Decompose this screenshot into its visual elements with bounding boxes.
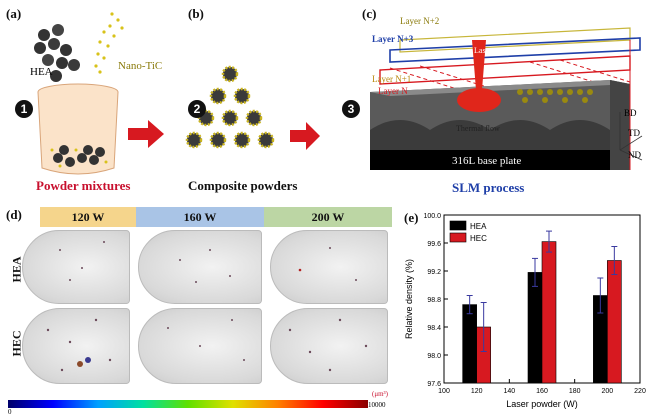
panel-a-label: (a) xyxy=(6,6,22,21)
powder-mixture-illustration xyxy=(34,12,164,175)
pore-dots xyxy=(46,241,368,372)
layer-n1-tag: Layer N+1 xyxy=(372,74,412,84)
legend-swatch-hec xyxy=(449,232,467,243)
bar-hec xyxy=(607,260,622,384)
composite-particle xyxy=(221,109,239,127)
bar-hea xyxy=(527,272,543,384)
x-axis-label: Laser powder (W) xyxy=(506,399,578,409)
x-tick-label: 140 xyxy=(503,388,515,395)
header-160w: 160 W xyxy=(136,207,264,227)
slm-process-illustration xyxy=(370,27,643,170)
ct-sample-hec-200w xyxy=(270,308,388,384)
colorbar xyxy=(8,400,368,408)
ct-sample-hea-200w xyxy=(270,230,388,304)
caption-composite-powders: Composite powders xyxy=(188,178,298,193)
step-3-badge: 3 xyxy=(342,100,360,118)
x-tick-label: 120 xyxy=(471,388,483,395)
composite-particle xyxy=(233,87,251,105)
composite-particle-pyramid xyxy=(185,65,275,149)
bar-hec xyxy=(541,241,557,384)
y-tick-label: 99.6 xyxy=(427,241,441,248)
x-tick-label: 160 xyxy=(536,388,548,395)
legend-label-hec: HEC xyxy=(470,234,487,243)
y-tick-label: 100.0 xyxy=(423,213,441,220)
panel-d-label: (d) xyxy=(6,207,22,222)
ct-sample-hec-120w xyxy=(22,308,130,384)
step-1-badge: 1 xyxy=(15,100,33,118)
arrow-b-to-c xyxy=(290,122,320,150)
thermal-flow-tag: Thermal flow xyxy=(456,124,500,133)
y-axis-label: Relative density (%) xyxy=(404,259,414,339)
layer-n-tag: Layer N xyxy=(378,86,408,96)
panel-e-label: (e) xyxy=(404,210,419,225)
arrow-a-to-b xyxy=(128,120,164,148)
y-tick-label: 99.2 xyxy=(427,269,441,276)
laser-tag: Laser xyxy=(474,46,492,55)
layer-n2-tag: Layer N+2 xyxy=(400,16,440,26)
y-tick-label: 98.4 xyxy=(427,325,441,332)
composite-particle xyxy=(245,109,263,127)
panel-b-label: (b) xyxy=(188,6,204,21)
step-2-badge: 2 xyxy=(188,100,206,118)
colorbar-min: 0 xyxy=(8,408,12,416)
ct-sample-hea-120w xyxy=(22,230,130,304)
caption-powder-mixtures: Powder mixtures xyxy=(36,178,131,193)
caption-slm-process: SLM process xyxy=(452,180,525,195)
y-tick-label: 97.6 xyxy=(427,381,441,388)
header-120w: 120 W xyxy=(40,207,136,227)
nd-tag: ND xyxy=(628,150,641,160)
hea-particles xyxy=(34,24,80,82)
header-200w: 200 W xyxy=(264,207,392,227)
composite-particle xyxy=(221,65,239,83)
composite-powders-illustration xyxy=(185,65,320,150)
ct-sample-hea-160w xyxy=(138,230,262,304)
nano-tic-tag: Nano-TiC xyxy=(118,60,163,72)
colorbar-max: 10000 xyxy=(368,401,386,409)
laser-beam xyxy=(472,40,486,90)
composite-particle xyxy=(209,87,227,105)
y-tick-label: 98.8 xyxy=(427,297,441,304)
composite-particle xyxy=(257,131,275,149)
relative-density-chart: 97.6 98.0 98.4 98.8 99.2 99.6 100.0 100 120 140 16… xyxy=(404,213,646,409)
legend-label-hea: HEA xyxy=(470,222,487,231)
composite-particle xyxy=(233,131,251,149)
layer-n3-tag: Layer N+3 xyxy=(372,34,414,44)
legend-swatch-hea xyxy=(449,220,467,231)
hea-tag: HEA xyxy=(30,66,53,78)
composite-particle xyxy=(209,131,227,149)
y-tick-label: 98.0 xyxy=(427,353,441,360)
beaker xyxy=(37,83,119,175)
x-tick-label: 100 xyxy=(438,388,450,395)
x-tick-label: 200 xyxy=(601,388,613,395)
base-plate-tag: 316L base plate xyxy=(452,155,522,167)
bd-tag: BD xyxy=(624,108,637,118)
colorbar-unit: (μm³) xyxy=(372,390,388,398)
x-tick-label: 220 xyxy=(634,388,646,395)
panel-c-label: (c) xyxy=(362,6,377,21)
td-tag: TD xyxy=(628,128,640,138)
bar-hea xyxy=(462,304,477,384)
composite-particle xyxy=(185,131,203,149)
x-tick-label: 180 xyxy=(569,388,581,395)
nano-tic-particles xyxy=(94,12,124,74)
